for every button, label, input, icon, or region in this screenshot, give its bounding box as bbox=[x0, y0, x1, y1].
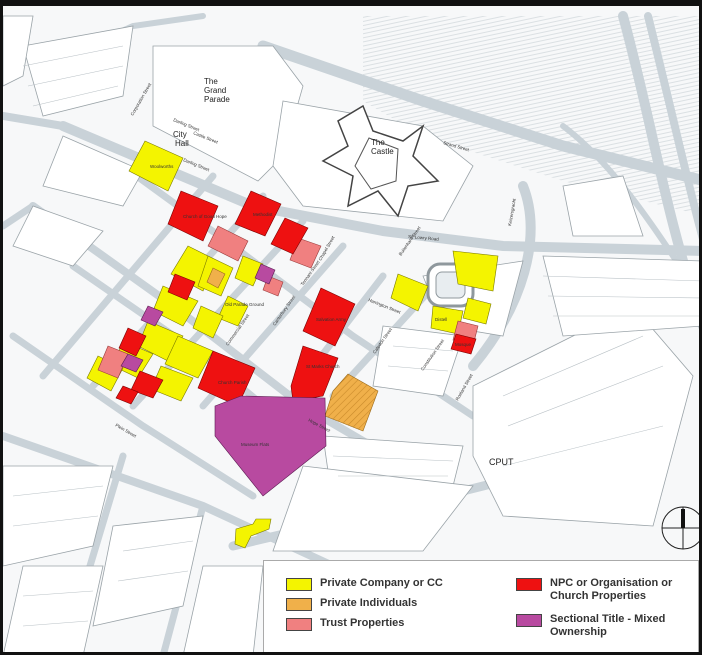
castle-fort bbox=[321, 104, 440, 218]
street-keizersgracht: Keizersgracht bbox=[507, 197, 517, 226]
label-east-red: Mosque bbox=[455, 342, 472, 347]
castle-inner-wall bbox=[354, 137, 399, 190]
label-church-of-good-hope: Church of Good Hope bbox=[183, 214, 227, 219]
label-east-yellow: Distell bbox=[435, 317, 447, 322]
street-sir-lowry: Sir Lowry Road bbox=[408, 234, 440, 242]
parcels-private-company[interactable] bbox=[86, 140, 499, 549]
parcels-npc-church[interactable] bbox=[115, 190, 477, 407]
swatch-trust bbox=[286, 618, 312, 631]
parcels-sectional-title[interactable] bbox=[120, 263, 327, 497]
swatch-sectional-title bbox=[516, 614, 542, 627]
swatch-private-individuals bbox=[286, 598, 312, 611]
label-grand-parade-2: Grand bbox=[204, 86, 226, 95]
parcel-woolworths[interactable] bbox=[128, 140, 184, 192]
parcel-museum-flats[interactable] bbox=[214, 395, 327, 497]
label-museum-flats: Museum Flats bbox=[241, 442, 270, 447]
legend-item-npc-church: NPC or Organisation or Church Properties bbox=[516, 577, 691, 603]
legend-label-private-individuals: Private Individuals bbox=[320, 597, 418, 609]
legend-label-private-company: Private Company or CC bbox=[320, 577, 443, 589]
legend-item-private-company: Private Company or CC bbox=[286, 577, 443, 591]
legend-item-private-individuals: Private Individuals bbox=[286, 597, 417, 611]
label-rec-c: Church Parish bbox=[218, 380, 247, 385]
label-grand-parade-1: The bbox=[204, 77, 218, 86]
swatch-npc-church bbox=[516, 578, 542, 591]
label-castle-1: The bbox=[371, 138, 385, 147]
legend-item-trust: Trust Properties bbox=[286, 617, 404, 631]
label-rec-a: Methodist bbox=[253, 212, 273, 217]
legend: Private Company or CC Private Individual… bbox=[263, 560, 699, 652]
label-castle-2: Castle bbox=[371, 147, 394, 156]
label-wall-note: Old Parade Ground bbox=[225, 302, 265, 307]
landmark-labels: The Grand Parade The Castle City Hall CP… bbox=[173, 77, 514, 467]
label-rec-b: Salvation Army bbox=[316, 317, 347, 322]
legend-item-sectional-title: Sectional Title - Mixed Ownership bbox=[516, 613, 691, 639]
north-arrow-icon bbox=[661, 506, 699, 550]
label-woolworths: Woolworths bbox=[150, 164, 174, 169]
legend-label-trust: Trust Properties bbox=[320, 617, 405, 629]
label-city-hall-2: Hall bbox=[175, 139, 189, 148]
label-grand-parade-3: Parade bbox=[204, 95, 230, 104]
label-cput: CPUT bbox=[489, 457, 514, 467]
label-rec-e: St Marks Church bbox=[306, 364, 340, 369]
district-map[interactable]: Woolworths Church of Good Hope Methodist… bbox=[3, 6, 702, 655]
parcel-labels: Woolworths Church of Good Hope Methodist… bbox=[150, 164, 472, 447]
swatch-private-company bbox=[286, 578, 312, 591]
parcels-private-individuals[interactable] bbox=[206, 267, 379, 432]
plot-lines bbox=[12, 45, 699, 627]
label-city-hall-1: City bbox=[173, 130, 187, 139]
parcel-church-of-good-hope[interactable] bbox=[167, 190, 219, 242]
legend-label-npc-church: NPC or Organisation or Church Properties bbox=[550, 577, 673, 602]
legend-label-sectional-title: Sectional Title - Mixed Ownership bbox=[550, 613, 666, 638]
rail-yard bbox=[363, 16, 699, 215]
